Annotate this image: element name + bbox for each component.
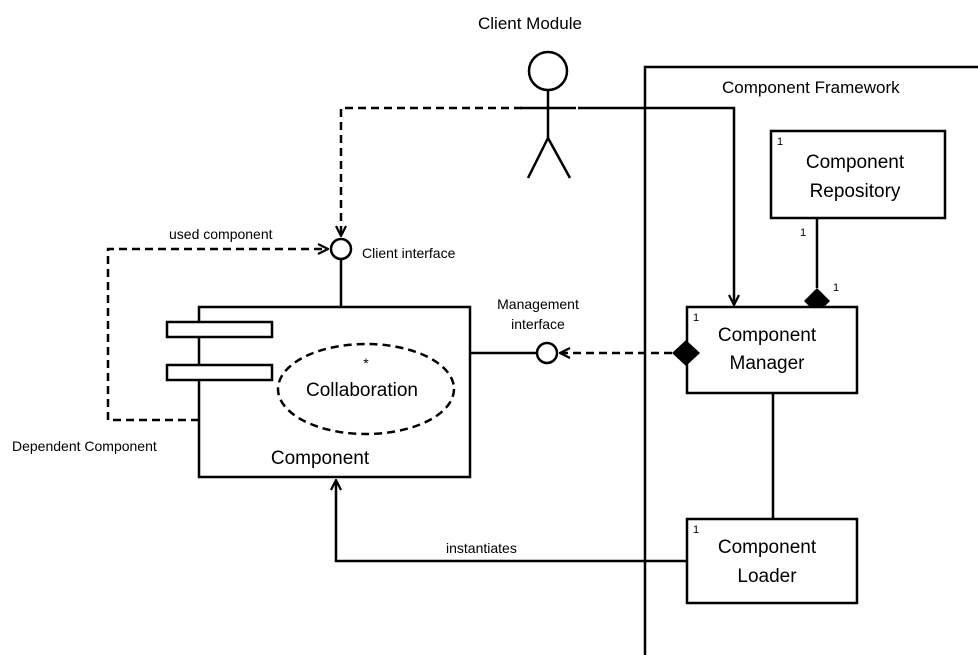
loader-label-line2: Loader [737,566,797,587]
component-box: * Collaboration Component [165,305,472,479]
component-label: Component [271,448,370,469]
component-manager-box: 1 Component Manager [685,305,859,395]
management-interface-label-line2: interface [511,316,565,332]
manager-label-line1: Component [718,325,817,346]
repository-assoc-multiplicity: 1 [800,227,806,239]
component-port-bottom [165,363,274,382]
component-port-top [165,320,274,339]
management-interface-icon [535,341,559,365]
manager-composition-diamond-icon [672,340,700,366]
repository-label-line2: Repository [810,181,901,202]
repository-multiplicity: 1 [777,136,783,148]
manager-assoc-multiplicity: 1 [833,282,839,294]
loader-multiplicity: 1 [693,524,699,536]
component-repository-box: 1 Component Repository [769,129,947,220]
manager-label-line2: Manager [730,353,806,374]
dependent-to-interface-dependency [106,249,328,422]
loader-label-line1: Component [718,537,817,558]
repository-label-line1: Component [806,152,905,173]
manager-multiplicity: 1 [693,312,699,324]
client-interface-label: Client interface [362,245,456,261]
management-interface-label-line1: Management [497,296,579,312]
client-module-actor-icon [520,50,576,179]
collaboration-ellipse [276,342,456,436]
component-loader-box: 1 Component Loader [685,517,859,605]
collaboration-label: Collaboration [306,380,418,401]
client-interface-icon [329,237,353,261]
instantiates-label: instantiates [446,540,517,556]
collaboration-multiplicity: * [363,355,369,371]
used-component-label: used component [169,226,273,242]
instantiates-arrow [336,480,687,563]
component-framework-label: Component Framework [722,78,900,97]
client-to-interface-dependency [341,106,522,236]
dependent-component-label: Dependent Component [12,438,157,454]
client-module-label: Client Module [478,14,582,33]
client-to-manager-arrow [578,106,734,305]
component-framework-boundary [643,65,978,655]
